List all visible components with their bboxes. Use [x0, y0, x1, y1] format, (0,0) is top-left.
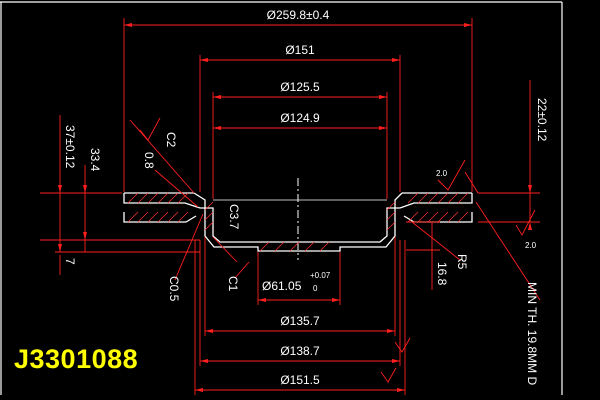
chamfer-c0-5: C0.5: [167, 276, 181, 302]
dim-61-05-tol-upper: +0.07: [310, 271, 331, 280]
dimension-texts: Ø259.8±0.4 Ø151 Ø125.5 Ø124.9 Ø61.05 +0.…: [63, 8, 549, 387]
dim-151-5: Ø151.5: [280, 373, 320, 387]
arrow-heads: [58, 23, 532, 392]
dim-61-05: Ø61.05: [262, 279, 302, 293]
radius-r5: R5: [455, 254, 469, 270]
dim-22-height: 22±0.12: [535, 98, 549, 142]
dim-16-8-height: 16.8: [435, 262, 449, 286]
chamfer-0-8: 0.8: [142, 152, 156, 169]
chamfer-c3-7: C3.7: [227, 204, 241, 230]
min-thickness-note: MIN TH. 19.8MM D: [525, 282, 539, 385]
dim-135-7: Ø135.7: [280, 314, 320, 328]
dimension-lines: [40, 18, 541, 395]
chamfer-c2: C2: [164, 132, 178, 148]
dim-125-5: Ø125.5: [280, 80, 320, 94]
dim-7-height: 7: [63, 258, 77, 265]
dim-124-9: Ø124.9: [280, 111, 320, 125]
drawing-frame: [0, 1, 563, 395]
section-hatching: [127, 192, 469, 252]
dim-61-05-tol-lower: 0: [313, 284, 318, 293]
dim-138-7: Ø138.7: [280, 344, 320, 358]
dim-37-height: 37±0.12: [63, 125, 77, 169]
dim-151: Ø151: [285, 43, 315, 57]
dim-outer-diameter: Ø259.8±0.4: [267, 8, 330, 22]
roughness-top: 2.0: [436, 169, 448, 178]
roughness-side: 2.0: [525, 241, 537, 250]
dim-33-4-height: 33.4: [88, 148, 102, 172]
part-number: J3301088: [14, 344, 139, 374]
chamfer-c1: C1: [226, 276, 240, 292]
